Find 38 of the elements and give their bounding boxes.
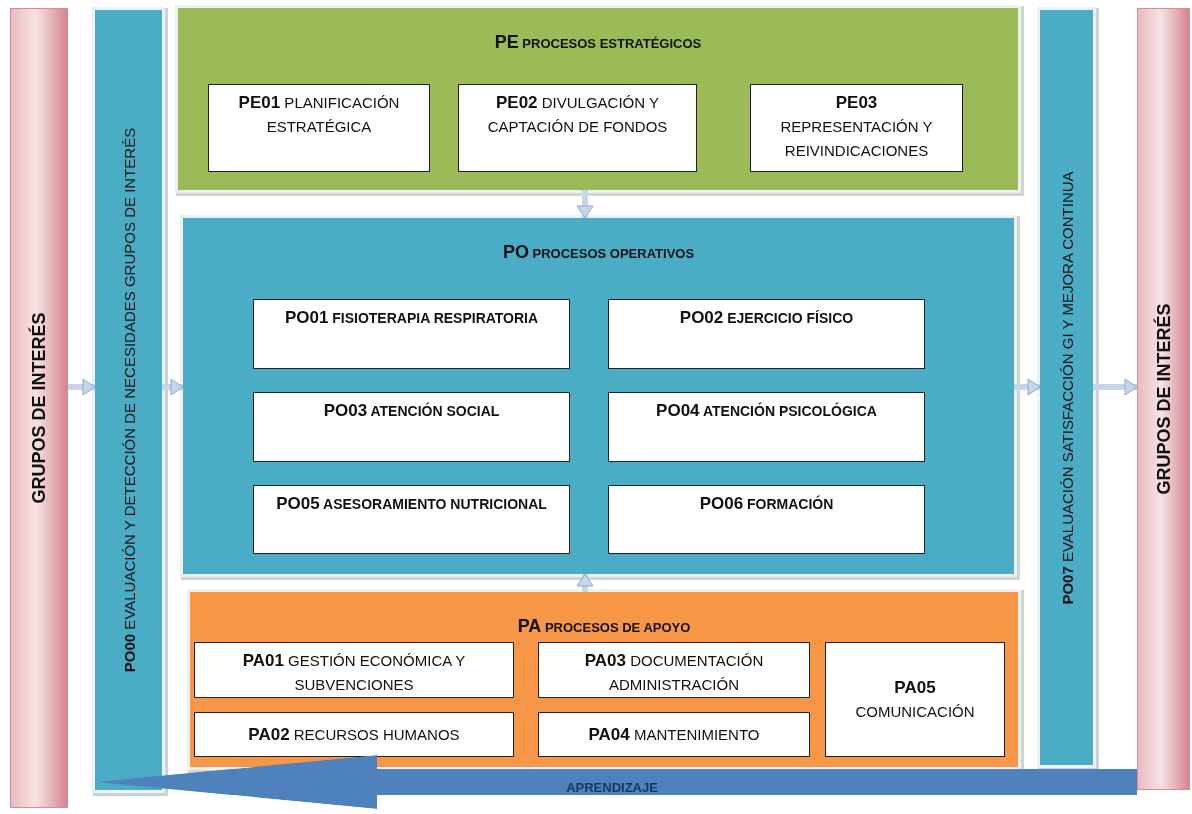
bar-label: GRUPOS DE INTERÉS — [28, 312, 50, 504]
panel-title: PO PROCESOS OPERATIVOS — [501, 241, 696, 263]
bar-label: PO00 EVALUACIÓN Y DETECCIÓN DE NECESIDADES GRUPOS DE INTERÉS — [120, 127, 137, 673]
process-box — [608, 299, 925, 369]
process-label: PA02 RECURSOS HUMANOS — [247, 723, 461, 746]
bar-label: PO07 EVALUACIÓN SATISFACCIÓN GI Y MEJORA CONTINUA — [1058, 170, 1075, 605]
process-box — [538, 712, 810, 757]
stakeholder-bar — [10, 8, 68, 808]
panel-title: PE PROCESOS ESTRATÉGICOS — [493, 31, 703, 53]
process-label: PE02 DIVULGACIÓN Y CAPTACIÓN DE FONDOS — [486, 92, 669, 137]
process-box — [750, 84, 963, 172]
panel-title: PA PROCESOS DE APOYO — [516, 615, 692, 637]
process-label: PO02 EJERCICIO FÍSICO — [678, 307, 855, 329]
process-label: PA04 MANTENIMIENTO — [587, 723, 761, 746]
process-label: PO01 FISIOTERAPIA RESPIRATORIA — [283, 307, 540, 329]
process-box — [608, 392, 925, 462]
process-label: PO03 ATENCIÓN SOCIAL — [322, 400, 501, 422]
process-box — [253, 392, 570, 462]
process-label: PA05 COMUNICACIÓN — [854, 676, 976, 722]
process-label: PA03 DOCUMENTACIÓN ADMINISTRACIÓN — [583, 650, 765, 695]
process-label: PO04 ATENCIÓN PSICOLÓGICA — [655, 400, 878, 422]
stakeholder-bar — [1137, 8, 1190, 790]
bar-label: GRUPOS DE INTERÉS — [1153, 303, 1174, 495]
process-box — [608, 485, 925, 554]
process-box — [194, 642, 514, 698]
edge-label: APRENDIZAJE — [566, 779, 658, 795]
process-box — [253, 485, 570, 554]
process-box — [194, 712, 514, 757]
process-box — [253, 299, 570, 369]
process-label: PA01 GESTIÓN ECONÓMICA Y SUBVENCIONES — [241, 650, 467, 695]
process-box — [825, 642, 1005, 757]
process-box — [458, 84, 697, 172]
process-label: PO05 ASESORAMIENTO NUTRICIONAL — [275, 493, 548, 515]
process-label: PE01 PLANIFICACIÓN ESTRATÉGICA — [237, 92, 401, 137]
process-label: PO06 FORMACIÓN — [698, 493, 835, 515]
process-label: PE03 REPRESENTACIÓN Y REIVINDICACIONES — [779, 92, 934, 161]
process-box — [538, 642, 810, 698]
process-box — [208, 84, 430, 172]
